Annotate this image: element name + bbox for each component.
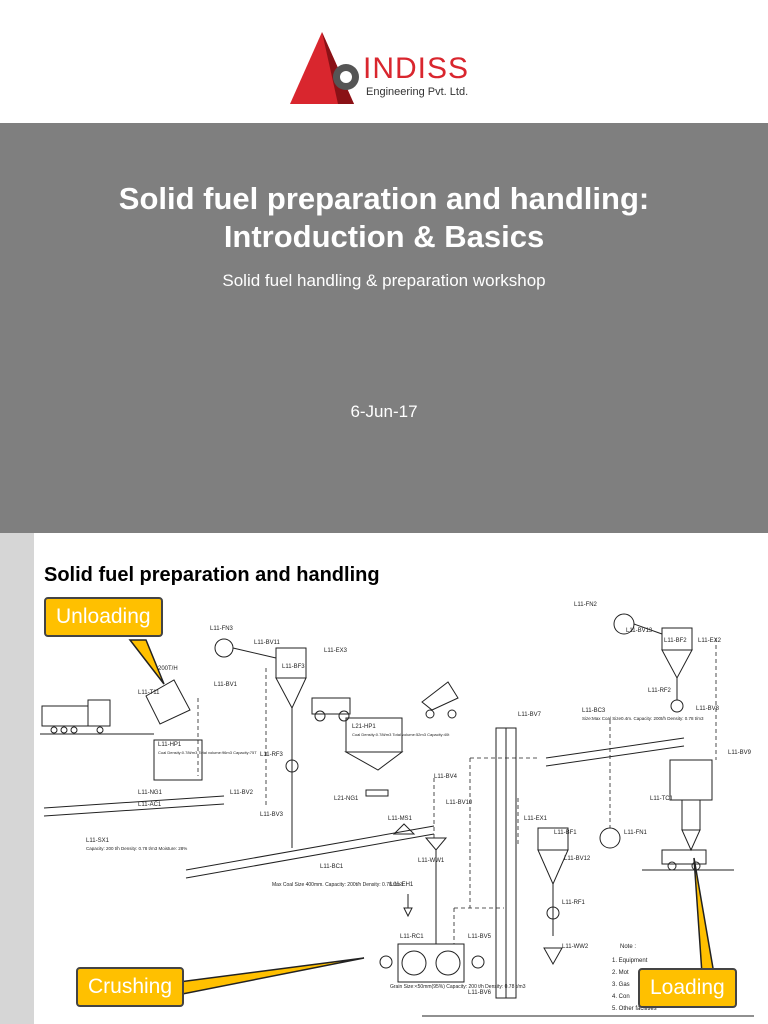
note-3: 3. Gas	[612, 982, 630, 988]
label-rf1: L11-RF1	[562, 900, 586, 906]
process-diagram: L11-T11 200T/H L11-FN3 L11-BV11 L11-BF3 …	[40, 602, 754, 1017]
label-ex3: L11-EX3	[324, 648, 348, 654]
note-4: 4. Con	[612, 994, 630, 1000]
label-bv2: L11-BV2	[230, 790, 254, 796]
label-bv9: L11-BV9	[728, 750, 752, 756]
label-bf2: L11-BF2	[664, 638, 687, 644]
label-bv7: L11-BV7	[518, 712, 542, 718]
label-rf3: L11-RF3	[260, 752, 284, 758]
label-fn2: L11-FN2	[574, 602, 598, 608]
label-bc1: L11-BC1	[320, 864, 344, 870]
label-fn3: L11-FN3	[210, 626, 234, 632]
label-ms1: L11-MS1	[388, 816, 413, 822]
label-sx1-spec: Capacity: 200 t/h Density: 0.78 t/m3 Moi…	[86, 846, 187, 851]
label-t11: L11-T11	[138, 690, 160, 696]
label-hp1: L11-HP1	[158, 742, 182, 748]
label-bv1: L11-BV1	[214, 682, 238, 688]
label-hp1b: L21-HP1	[352, 724, 376, 730]
label-rate: 200T/H	[158, 666, 178, 672]
label-ex2: L11-EX2	[698, 638, 722, 644]
label-bf1: L11-BF1	[554, 830, 577, 836]
label-eh1: L11-EH1	[390, 882, 414, 888]
label-ww2: L11-WW2	[562, 944, 589, 950]
label-bv5: L11-BV5	[468, 934, 492, 940]
label-bv3: L11-BV3	[260, 812, 284, 818]
note-1: 1. Equipment	[612, 958, 648, 964]
label-bv10: L11-BV10	[446, 800, 473, 806]
presentation-subtitle: Solid fuel handling & preparation worksh…	[222, 271, 546, 290]
label-ex1: L11-EX1	[524, 816, 548, 822]
label-rc1: L11-RC1	[400, 934, 424, 940]
indiss-logo	[290, 32, 359, 104]
note-5: 5. Other facilities	[612, 1006, 657, 1012]
slide-title: Solid fuel preparation and handling	[44, 564, 380, 586]
title-banner	[0, 123, 768, 533]
logo-tagline: Engineering Pvt. Ltd.	[366, 86, 469, 98]
label-ac1: L11-AC1	[138, 802, 162, 808]
label-ng1: L11-NG1	[138, 790, 163, 796]
presentation-title: Solid fuel preparation and handling: Int…	[0, 180, 768, 256]
label-bf3: L11-BF3	[282, 664, 305, 670]
label-bc1-spec: Max Coal Size 400mm. Capacity: 200t/h De…	[272, 882, 403, 888]
label-bc3-spec: Size:Max Coal Size0.4m. Capacity: 200t/h…	[582, 716, 704, 721]
callout-unloading: Unloading	[44, 597, 163, 637]
label-sx1: L11-SX1	[86, 838, 110, 844]
dump-truck-icon	[41, 705, 89, 727]
header: INDISS Engineering Pvt. Ltd.	[0, 0, 768, 123]
label-rc1-spec: Grain Size:<50mm(95%) Capacity: 200 t/h …	[390, 984, 526, 990]
callout-crushing: Crushing	[76, 967, 185, 1007]
label-bv8: L11-BV8	[696, 706, 720, 712]
label-bv13: L11-BV13	[626, 628, 653, 634]
label-bv12: L11-BV12	[564, 856, 591, 862]
presentation-date: 6-Jun-17	[350, 402, 418, 421]
title-line-2: Introduction & Basics	[223, 219, 545, 254]
label-tc1: L11-TC1	[650, 796, 674, 802]
label-ng1b: L21-NG1	[334, 796, 359, 802]
title-line-1: Solid fuel preparation and handling:	[118, 181, 650, 216]
label-bv6: L11-BV6	[468, 990, 492, 996]
callout-loading: Loading	[638, 968, 737, 1008]
label-bc3: L11-BC3	[582, 708, 606, 714]
label-bv11: L11-BV11	[254, 640, 280, 646]
note-2: 2. Mot	[612, 970, 629, 976]
logo-brand: INDISS	[363, 52, 470, 85]
label-fn1: L11-FN1	[624, 830, 648, 836]
label-hp1b-spec: Coal Density:0.78t/m3 Total volume:52m3 …	[352, 732, 450, 737]
label-bv4: L11-BV4	[434, 774, 458, 780]
label-hp1-spec: Coal Density:0.78t/m3 Total volume:96m3 …	[158, 750, 257, 755]
note-title: Note :	[620, 944, 636, 950]
label-rf2: L11-RF2	[648, 688, 672, 694]
label-ww1: L11-WW1	[418, 858, 445, 864]
